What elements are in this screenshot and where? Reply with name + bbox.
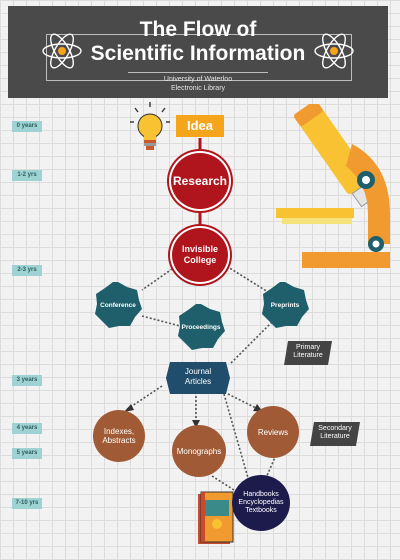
handbooks-label: Encyclopedias (238, 499, 284, 506)
subtitle-line-1: University of Waterloo (163, 76, 233, 83)
timeline-tag: 4 years (12, 423, 42, 434)
journal-articles-label: Articles (184, 377, 212, 386)
title-frame (46, 34, 352, 81)
indexes-abstracts-label: Abstracts (102, 436, 136, 445)
conference-label: Conference (100, 301, 136, 309)
lightbulb-icon (130, 102, 170, 150)
preprints-label: Preprints (270, 301, 300, 309)
indexes-abstracts-label: Indexes, (103, 427, 135, 436)
research-node: Research (169, 151, 231, 211)
book-icon (198, 491, 234, 544)
timeline-tag: 5 years (12, 448, 42, 459)
title-line-1: The Flow of (139, 18, 257, 41)
research-label: Research (172, 174, 228, 188)
journal-articles-label: Journal (184, 367, 212, 376)
primary-literature-text: Literature (293, 352, 323, 359)
timeline-tag: 7-10 yrs (12, 498, 42, 509)
primary-literature-label: Primary Literature (284, 341, 332, 365)
conference-node: Conference (93, 280, 143, 330)
monographs-node: Monographs (172, 425, 226, 477)
invisible-college-node: Invisible College (170, 226, 230, 284)
secondary-literature-text: Secondary (318, 425, 352, 432)
subtitle-line-2: Electronic Library (170, 85, 226, 92)
timeline-tag: 2-3 yrs (12, 265, 42, 276)
header: The Flow of Scientific Information Unive… (8, 6, 388, 98)
primary-literature-text: Primary (295, 344, 321, 351)
timeline-tag: 0 years (12, 121, 42, 132)
invisible-college-label: Invisible (181, 244, 218, 254)
secondary-literature-text: Literature (320, 433, 350, 440)
timeline-tag: 3 years (12, 375, 42, 386)
handbooks-label: Handbooks (243, 491, 279, 498)
handbooks-label: Textbooks (245, 507, 277, 514)
handbooks-node: Handbooks Encyclopedias Textbooks (232, 475, 290, 531)
atom-icon (314, 33, 354, 69)
idea-label: Idea (176, 115, 224, 137)
header-divider (128, 72, 268, 73)
microscope-icon (276, 104, 390, 268)
journal-articles-node: Journal Articles (166, 362, 230, 394)
reviews-node: Reviews (247, 406, 299, 458)
secondary-literature-label: Secondary Literature (310, 422, 360, 446)
preprints-node: Preprints (260, 280, 310, 330)
atom-icon (42, 33, 82, 69)
reviews-label: Reviews (257, 427, 289, 437)
monographs-label: Monographs (176, 446, 222, 456)
indexes-abstracts-node: Indexes, Abstracts (93, 410, 145, 462)
timeline-tag: 1-2 yrs (12, 170, 42, 181)
title-line-2: Scientific Information (90, 42, 306, 65)
invisible-college-label: College (183, 255, 217, 265)
proceedings-label: Proceedings (181, 323, 221, 331)
proceedings-node: Proceedings (176, 302, 226, 352)
